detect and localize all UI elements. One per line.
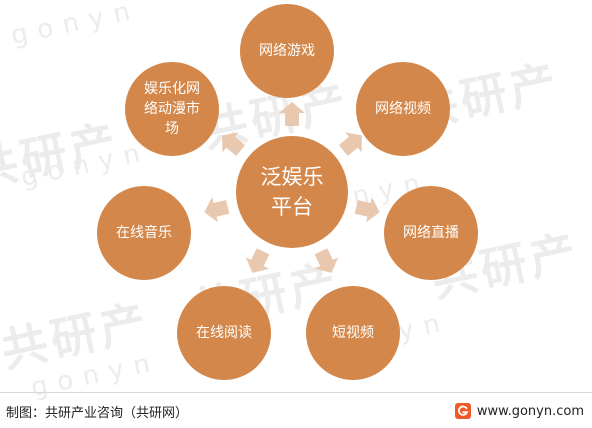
arrow-to-online-reading — [245, 248, 270, 273]
arrow-to-short-video — [314, 248, 339, 273]
node-entertainment-anime-market: 娱乐化网络动漫市场 — [125, 62, 219, 156]
node-online-music: 在线音乐 — [97, 186, 191, 280]
node-label: 网络直播 — [403, 225, 459, 241]
website-link[interactable]: www.gonyn.com — [476, 403, 584, 419]
node-label: 网络游戏 — [259, 43, 315, 59]
node-label: 网络视频 — [375, 101, 431, 117]
node-short-video: 短视频 — [306, 286, 400, 380]
node-online-video: 网络视频 — [356, 62, 450, 156]
diagram-canvas: 共研产 共研产 共研产 共研产 共研产 共研产 gonyn gonyn gony… — [0, 0, 585, 403]
brand: www.gonyn.com — [454, 403, 584, 419]
node-label: 娱乐化网络动漫市场 — [144, 81, 200, 137]
gonyn-logo-icon — [454, 403, 471, 419]
footer: 制图：共研产业咨询（共研网） www.gonyn.com — [0, 394, 592, 428]
arrow-to-online-games — [279, 102, 305, 126]
arrow-layer — [204, 102, 380, 273]
arrow-to-online-music — [204, 197, 230, 223]
center-node-label: 泛娱乐平台 — [260, 165, 324, 219]
arrow-to-live-streaming — [354, 197, 380, 223]
arrow-to-anime-market — [222, 132, 246, 156]
arrow-to-online-video — [338, 132, 362, 156]
node-label: 在线音乐 — [116, 225, 172, 241]
node-live-streaming: 网络直播 — [384, 186, 478, 280]
node-online-games: 网络游戏 — [240, 4, 334, 98]
node-label: 在线阅读 — [196, 325, 252, 341]
node-label: 短视频 — [332, 325, 374, 341]
footer-divider — [0, 392, 592, 393]
center-node: 泛娱乐平台 — [236, 136, 348, 248]
source-credit: 制图：共研产业咨询（共研网） — [6, 405, 189, 421]
node-online-reading: 在线阅读 — [177, 286, 271, 380]
